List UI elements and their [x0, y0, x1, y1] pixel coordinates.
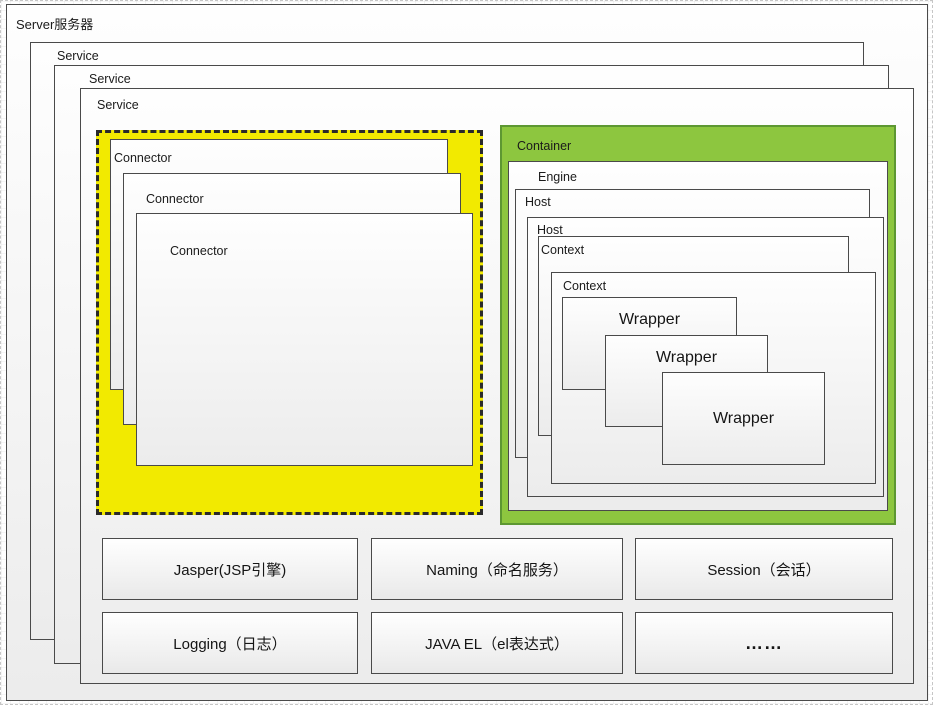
context-label-1: Context — [541, 243, 585, 257]
host-label-1: Host — [525, 195, 551, 209]
wrapper-label-1: Wrapper — [618, 311, 681, 328]
connector-label-1: Connector — [114, 151, 172, 165]
service-label-2: Service — [89, 72, 131, 86]
feature-box-jasper: Jasper(JSP引擎) — [102, 538, 358, 600]
feature-box-session: Session（会话） — [635, 538, 893, 600]
engine-label: Engine — [538, 170, 577, 184]
engine-box: Engine Host Host Context Context — [508, 161, 888, 511]
feature-box-logging: Logging（日志） — [102, 612, 358, 674]
host-label-2: Host — [537, 223, 563, 237]
wrapper-box-3: Wrapper — [662, 372, 825, 465]
service-box-3: Service Connector Connector Connector Co… — [80, 88, 914, 684]
feature-label-jasper: Jasper(JSP引擎) — [173, 561, 287, 579]
feature-box-more: …… — [635, 612, 893, 674]
container-box: Container Engine Host Host Context — [500, 125, 896, 525]
service-label-3: Service — [97, 98, 139, 112]
feature-label-session: Session（会话） — [707, 561, 821, 579]
context-box-2: Context Wrapper Wrapper Wrapper — [551, 272, 876, 484]
feature-label-logging: Logging（日志） — [173, 635, 287, 653]
feature-label-more: …… — [745, 632, 783, 653]
connector-group: Connector Connector Connector — [96, 130, 483, 515]
feature-box-javael: JAVA EL（el表达式） — [371, 612, 623, 674]
feature-label-javael: JAVA EL（el表达式） — [425, 635, 569, 653]
feature-label-naming: Naming（命名服务） — [426, 561, 568, 579]
wrapper-label-2: Wrapper — [655, 349, 718, 366]
server-box: Server服务器 Service Service Service Connec… — [6, 4, 928, 701]
connector-label-2: Connector — [146, 192, 204, 206]
wrapper-label-3: Wrapper — [712, 409, 775, 427]
connector-box-3: Connector — [136, 213, 473, 466]
server-label: Server服务器 — [16, 17, 94, 32]
connector-label-3: Connector — [170, 244, 228, 258]
feature-box-naming: Naming（命名服务） — [371, 538, 623, 600]
service-label-1: Service — [57, 49, 99, 63]
context-label-2: Context — [563, 279, 607, 293]
host-box-2: Host Context Context Wrapper — [527, 217, 884, 497]
container-label: Container — [517, 139, 572, 153]
